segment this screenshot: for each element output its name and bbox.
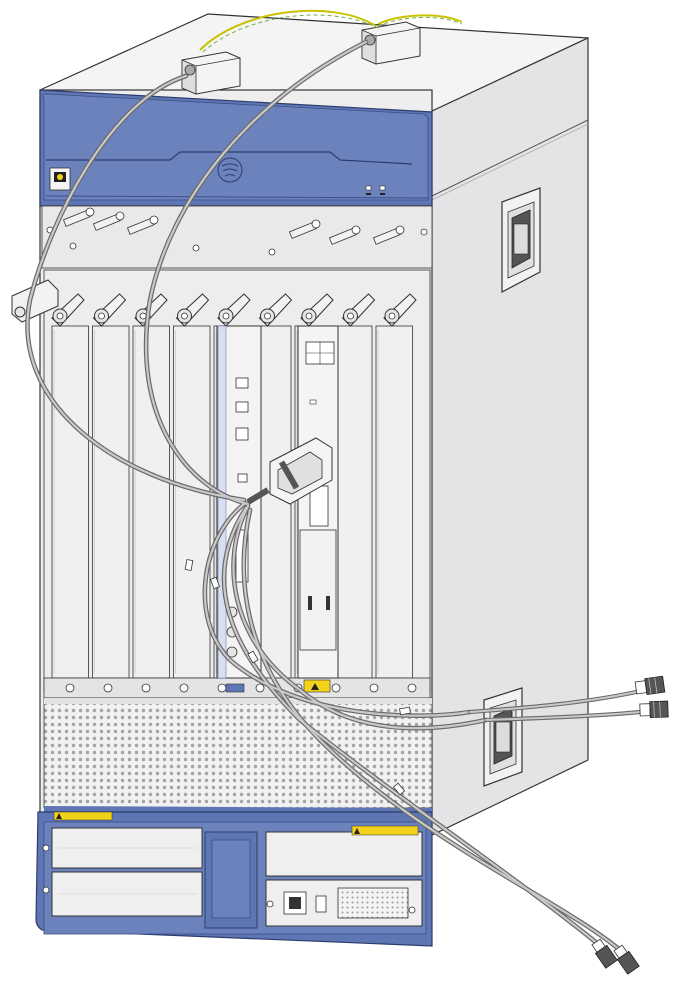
slot-screw: [369, 683, 379, 693]
ejector-lever: [92, 293, 127, 327]
board-switch: [297, 325, 339, 693]
slot-screw: [103, 683, 113, 693]
status-leds: [365, 185, 386, 195]
connector-ends-right: [634, 675, 669, 719]
ejector-lever: [51, 293, 85, 327]
ejector-lever: [341, 293, 376, 327]
ejector-lever: [217, 293, 251, 327]
ground-terminal-left: [181, 51, 241, 95]
esd-label: [49, 167, 71, 191]
cables: [25, 39, 643, 953]
captive-screw: [372, 225, 405, 245]
fan-mesh: [43, 697, 433, 812]
slot-screw: [255, 683, 265, 693]
upper-rail: [41, 205, 433, 269]
brand-logo: [217, 157, 243, 183]
slot-screw: [407, 683, 417, 693]
cable-ties: [184, 559, 411, 796]
captive-screw: [126, 215, 159, 235]
left-ejector-bracket: [11, 279, 59, 323]
ground-wires: [199, 9, 463, 53]
slot-panel: [335, 325, 373, 679]
slot-screw: [331, 683, 341, 693]
connector-ends-bottom: [591, 938, 640, 975]
slot-panel: [92, 325, 130, 679]
captive-screws: [62, 207, 405, 245]
ground-terminal-right: [361, 21, 421, 65]
side-handle-bottom: [483, 687, 523, 787]
captive-screw: [288, 219, 321, 239]
power-area: [35, 811, 433, 947]
slot-panel: [51, 325, 89, 679]
slot-panel: [173, 325, 211, 679]
captive-screw: [328, 225, 361, 245]
slot-screw: [179, 683, 189, 693]
ejector-lever: [175, 293, 210, 327]
side-handle-top: [501, 187, 541, 293]
ejector-lever: [300, 293, 334, 327]
slot-screw: [141, 683, 151, 693]
slot-screw: [65, 683, 75, 693]
slot-screw: [217, 683, 227, 693]
slot-panel: [375, 325, 413, 679]
slot-panel: [132, 325, 170, 679]
ejector-lever: [258, 293, 293, 327]
captive-screw: [62, 207, 95, 227]
ejector-levers: [11, 279, 417, 327]
console-connector: [246, 437, 333, 505]
ejector-lever: [383, 293, 417, 327]
captive-screw: [92, 211, 125, 231]
